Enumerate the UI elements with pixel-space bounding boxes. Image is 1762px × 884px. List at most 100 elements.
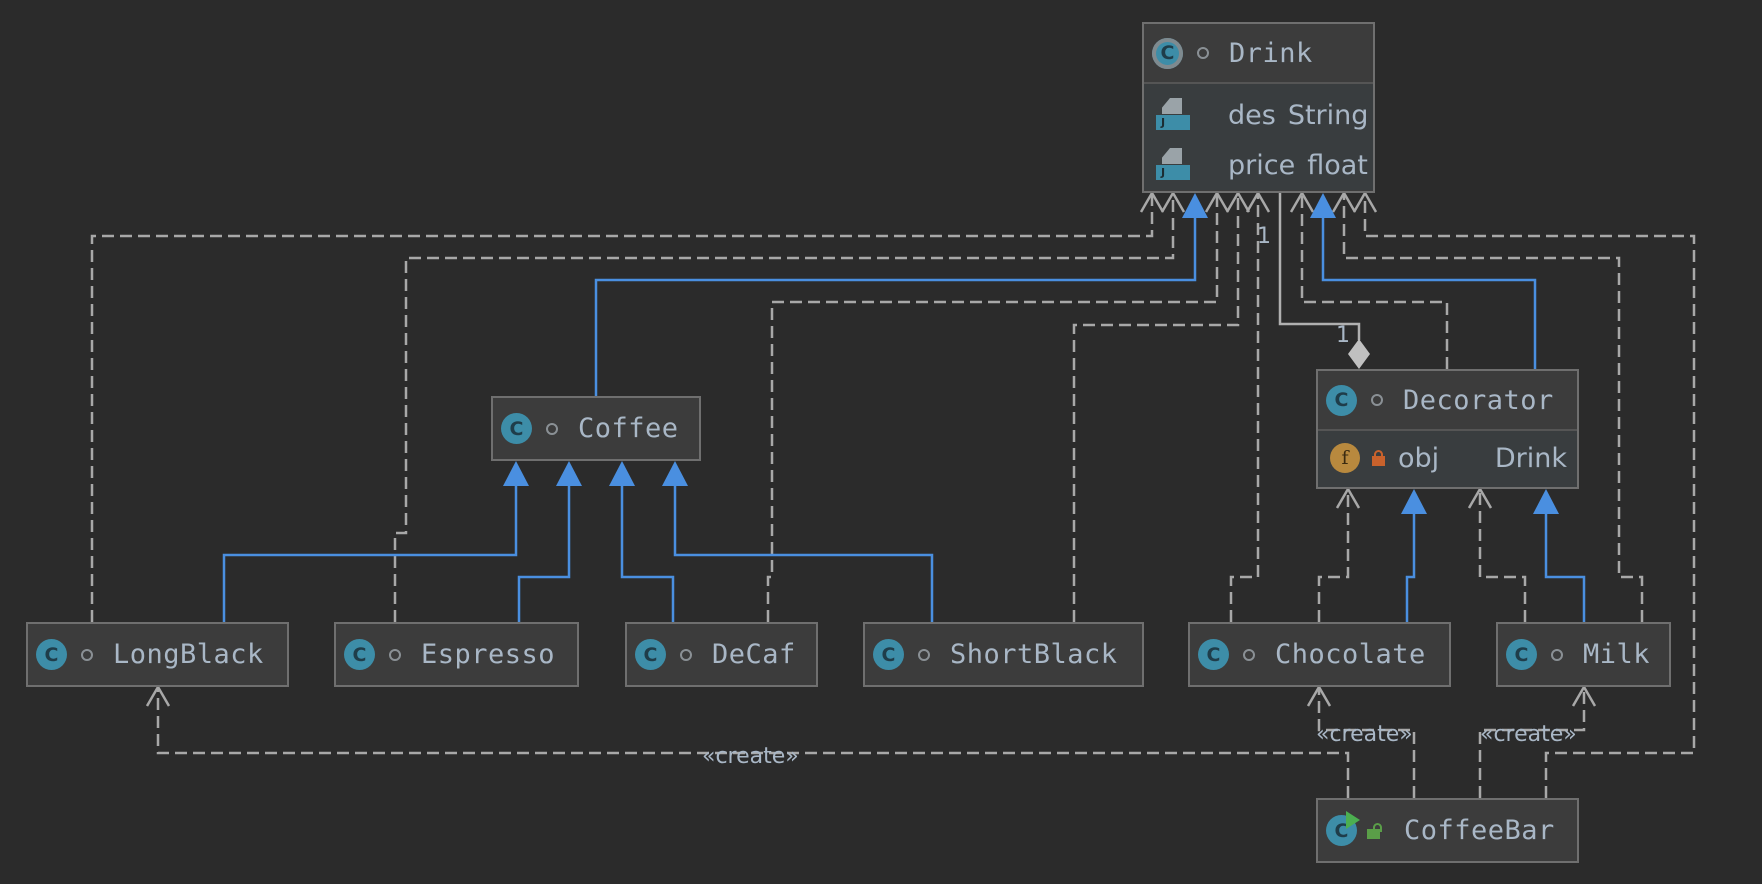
class-name: CoffeeBar (1404, 815, 1555, 846)
fields-section: f obj Drink (1318, 429, 1577, 487)
class-name: Espresso (421, 639, 556, 670)
edge-milk-drink[interactable] (1342, 193, 1644, 622)
field-row[interactable]: f obj Drink (1318, 433, 1577, 483)
class-icon: C (873, 639, 904, 670)
edge-longblack-coffee[interactable] (222, 481, 518, 622)
edge-milk-decorator[interactable] (1544, 509, 1586, 622)
open-arrowhead (1335, 486, 1361, 509)
class-icon: C (501, 413, 532, 444)
class-coffee[interactable]: C Coffee (491, 396, 701, 461)
field-name: des (1228, 99, 1276, 131)
private-lock-icon (1372, 450, 1385, 466)
edge-chocolate-decorator[interactable] (1405, 509, 1416, 622)
class-decorator[interactable]: C Decorator f obj Drink (1316, 369, 1579, 489)
edge-decorator-drink-generalization[interactable] (1321, 213, 1537, 369)
open-arrowhead (1306, 684, 1332, 707)
class-decaf-header: C DeCaf (627, 624, 816, 685)
generalization-arrowhead (609, 461, 635, 486)
class-drink[interactable]: C Drink J des String J price float (1142, 22, 1375, 193)
edge-coffeebar-longblack[interactable] (156, 687, 1350, 798)
class-longblack[interactable]: C LongBlack (26, 622, 289, 687)
open-arrowhead (145, 684, 171, 707)
create-label-chocolate: «create» (1316, 722, 1413, 747)
field-row[interactable]: J price float (1144, 140, 1373, 190)
class-longblack-header: C LongBlack (28, 624, 287, 685)
open-arrowhead (1160, 190, 1186, 213)
field-type: float (1307, 149, 1368, 181)
class-espresso[interactable]: C Espresso (334, 622, 579, 687)
open-arrowhead (1225, 190, 1251, 213)
create-label-milk: «create» (1480, 722, 1577, 747)
package-visibility-icon (1243, 648, 1255, 661)
open-arrowhead (1331, 190, 1357, 213)
class-coffeebar-header: C CoffeeBar (1318, 800, 1577, 861)
package-visibility-icon (918, 648, 930, 661)
open-arrowhead (1467, 486, 1493, 509)
package-visibility-icon (1371, 394, 1383, 406)
class-name: Coffee (578, 413, 679, 444)
package-visibility-icon (546, 422, 558, 435)
package-visibility-icon (680, 648, 692, 661)
edge-espresso-drink[interactable] (393, 193, 1175, 622)
class-milk[interactable]: C Milk (1496, 622, 1671, 687)
package-visibility-icon (81, 648, 93, 661)
package-visibility-icon (389, 648, 401, 661)
open-arrowhead (1204, 190, 1230, 213)
edge-coffeebar-milk[interactable] (1478, 687, 1586, 798)
composition-diamond (1348, 339, 1370, 369)
edge-coffeebar-chocolate[interactable] (1317, 687, 1416, 798)
class-decaf[interactable]: C DeCaf (625, 622, 818, 687)
edge-coffeebar-drink[interactable] (1363, 193, 1696, 798)
edge-coffee-drink[interactable] (594, 213, 1197, 396)
open-arrowhead (1139, 190, 1165, 213)
fields-section: J des String J price float (1144, 82, 1373, 190)
open-arrowhead (1571, 684, 1597, 707)
generalization-arrowhead (1310, 193, 1336, 218)
multiplicity-decorator: 1 (1336, 323, 1350, 348)
edge-espresso-coffee[interactable] (517, 481, 571, 622)
abstract-class-icon: C (1152, 37, 1183, 69)
class-espresso-header: C Espresso (336, 624, 577, 685)
class-drink-header: C Drink (1144, 24, 1373, 82)
field-type: Drink (1494, 442, 1567, 474)
class-chocolate[interactable]: C Chocolate (1188, 622, 1451, 687)
class-coffeebar[interactable]: C CoffeeBar (1316, 798, 1579, 863)
class-icon: C (1326, 384, 1357, 416)
java-field-icon: J (1156, 98, 1190, 132)
class-icon: C (36, 639, 67, 670)
edge-decaf-drink[interactable] (766, 193, 1219, 622)
edge-chocolate-drink[interactable] (1229, 193, 1260, 622)
class-icon: C (635, 639, 666, 670)
class-milk-header: C Milk (1498, 624, 1669, 685)
class-name: LongBlack (113, 639, 264, 670)
edge-chocolate-decorator-dep[interactable] (1317, 489, 1350, 622)
open-arrowhead (1245, 190, 1271, 213)
package-visibility-icon (1197, 47, 1209, 59)
class-name: DeCaf (712, 639, 796, 670)
class-icon: C (1506, 639, 1537, 670)
class-name: Chocolate (1275, 639, 1426, 670)
class-name: Decorator (1403, 384, 1554, 416)
class-icon: C (344, 639, 375, 670)
class-chocolate-header: C Chocolate (1190, 624, 1449, 685)
edge-milk-decorator-dep[interactable] (1478, 489, 1527, 622)
edge-shortblack-drink[interactable] (1072, 193, 1240, 622)
field-name: price (1228, 149, 1296, 181)
class-coffee-header: C Coffee (493, 398, 699, 459)
run-icon (1346, 811, 1360, 829)
generalization-arrowhead (1182, 193, 1208, 218)
edge-decaf-coffee[interactable] (620, 481, 675, 622)
package-visibility-icon (1551, 648, 1563, 661)
edge-longblack-drink[interactable] (90, 193, 1154, 622)
class-name: Milk (1583, 639, 1651, 670)
create-label-longblack: «create» (702, 744, 799, 769)
edge-shortblack-coffee[interactable] (673, 481, 934, 622)
java-field-icon: J (1156, 148, 1190, 182)
field-icon: f (1330, 443, 1360, 473)
class-shortblack[interactable]: C ShortBlack (863, 622, 1144, 687)
field-row[interactable]: J des String (1144, 90, 1373, 140)
open-arrowhead (1289, 190, 1315, 213)
field-name: obj (1398, 442, 1440, 474)
edge-decorator-drink-composition[interactable] (1278, 193, 1361, 340)
